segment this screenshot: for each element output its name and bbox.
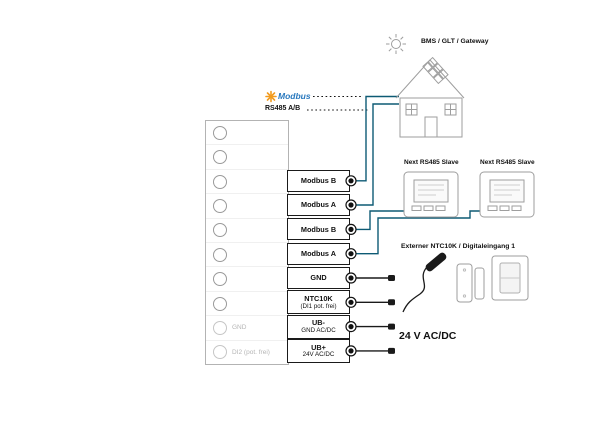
terminal-circle-icon	[213, 296, 227, 311]
modbus-wire-a1	[356, 103, 399, 206]
rs485-slave1-icon	[403, 171, 459, 218]
terminal-dots	[345, 175, 357, 357]
terminal-dot	[345, 223, 357, 235]
terminal-box-modbus-a2: Modbus A	[287, 242, 350, 265]
bms-label: BMS / GLT / Gateway	[421, 38, 489, 45]
terminal-circle-icon	[213, 345, 227, 360]
terminal-box-label: NTC10K	[304, 293, 333, 303]
terminal-row	[206, 145, 288, 170]
wall-switch-icon	[491, 255, 529, 301]
ub-plus-plug-icon	[388, 347, 395, 354]
rs485-slave2-icon	[479, 171, 535, 218]
ntc10k-plug-icon	[388, 299, 395, 306]
terminal-block: GND DI2 (pot. frei)	[205, 120, 289, 365]
power-label: 24 V AC/DC	[399, 330, 457, 342]
bms-building-icon	[395, 56, 465, 138]
slave1-label: Next RS485 Slave	[404, 159, 459, 166]
external-input-label: Externer NTC10K / Digitaleingang 1	[401, 243, 516, 250]
terminal-box-label: Modbus B	[300, 175, 337, 185]
ub-minus-plug-icon	[388, 323, 395, 330]
modbus-logo-icon	[265, 90, 277, 103]
terminal-dot	[345, 248, 357, 260]
terminal-row	[206, 243, 288, 268]
terminal-row	[206, 292, 288, 317]
gnd-plug-icon	[388, 275, 395, 281]
terminal-dot	[345, 175, 357, 187]
terminal-row	[206, 170, 288, 195]
modbus-logo-label: Modbus	[278, 91, 311, 101]
terminal-circle-icon	[213, 272, 227, 287]
door-contact-icon	[456, 263, 485, 303]
sun-icon	[386, 34, 406, 54]
terminal-row	[206, 194, 288, 219]
terminal-dot	[345, 199, 357, 211]
modbus-wire-b1	[356, 95, 399, 182]
terminal-box-label: GND	[310, 273, 327, 283]
terminal-dot	[345, 345, 357, 357]
modbus-wire-a2	[356, 210, 480, 255]
ntc10k-probe-icon	[402, 252, 447, 313]
terminal-box-sublabel: 24V AC/DC	[302, 351, 335, 359]
terminal-row: GND	[206, 316, 288, 341]
terminal-circle-icon	[213, 198, 227, 213]
terminal-row-label: DI2 (pot. frei)	[232, 348, 270, 356]
terminal-box-label: Modbus B	[300, 224, 337, 234]
terminal-box-label: Modbus A	[301, 200, 336, 210]
terminal-row: DI2 (pot. frei)	[206, 341, 288, 364]
terminal-box-label: Modbus A	[301, 248, 336, 258]
terminal-circle-icon	[213, 174, 227, 189]
terminal-dot	[345, 321, 357, 333]
terminal-box-sublabel: GND AC/DC	[301, 326, 336, 334]
modbus-wire-b2	[356, 210, 404, 231]
terminal-circle-icon	[213, 150, 227, 165]
terminal-circle-icon	[213, 320, 227, 335]
slave2-label: Next RS485 Slave	[480, 159, 535, 166]
terminal-row	[206, 219, 288, 244]
terminal-row-label: GND	[232, 324, 247, 332]
terminal-box-label: UB-	[312, 318, 325, 328]
terminal-circle-icon	[213, 247, 227, 262]
terminal-dot	[345, 296, 357, 308]
terminal-box-ntc10k: NTC10K(DI1 pot. frei)	[287, 290, 350, 315]
terminal-box-sublabel: (DI1 pot. frei)	[300, 302, 337, 310]
terminal-row	[206, 121, 288, 146]
rs485-bus-label: RS485 A/B	[265, 105, 301, 112]
terminal-circle-icon	[213, 125, 227, 140]
terminal-box-label: UB+	[311, 342, 326, 352]
terminal-circle-icon	[213, 223, 227, 238]
terminal-dot	[345, 272, 357, 284]
terminal-row	[206, 267, 288, 292]
